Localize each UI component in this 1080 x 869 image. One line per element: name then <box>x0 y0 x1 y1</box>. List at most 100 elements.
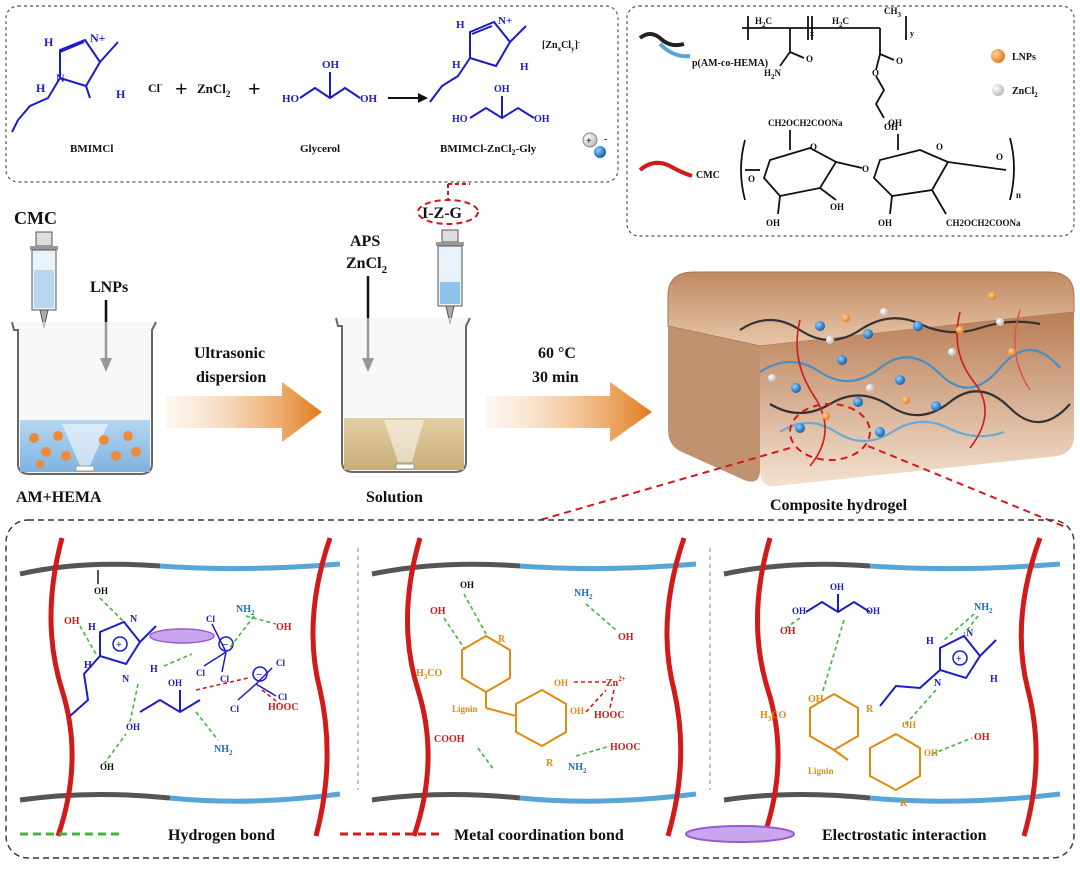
p2-oh-top: OH <box>460 580 474 590</box>
hydrogel-chains <box>739 309 1071 467</box>
polymer-panel: p(AM-co-HEMA) H2C H2C CH3 x y O H2N O O … <box>626 5 1075 237</box>
cmc-oh-1: OH <box>766 218 780 228</box>
process-arrow-1: Ultrasonic dispersion <box>166 345 322 442</box>
p2-lignin: Lignin <box>452 704 478 714</box>
p2-h3co: H3CO <box>416 668 443 681</box>
p3-oh-lig2: OH <box>924 748 938 758</box>
cmc-o-left: O <box>748 174 755 184</box>
product-h2: H <box>452 59 461 71</box>
p2-nh2-bottom: NH2 <box>568 762 587 775</box>
svg-text:+: + <box>956 654 962 665</box>
hema-oh: OH <box>888 118 902 128</box>
reaction-arrow <box>388 93 428 103</box>
detail-panel-1: OH OH OH NH2 NH2 OH HOOC + H H H N N <box>19 537 341 837</box>
p3-lignin: Lignin <box>808 766 834 776</box>
product-ho: HO <box>452 114 468 125</box>
ester-o1: O <box>896 56 903 66</box>
plus-sign-2: + <box>248 76 261 101</box>
detail-panel-2: OH OH NH2 OH H3CO R Lignin OH OH R Zn2+ … <box>371 537 697 837</box>
glycerol-oh1: OH <box>322 59 340 71</box>
zoom-line-left <box>539 447 791 521</box>
svg-text:−: − <box>222 639 228 651</box>
aps-label: APS <box>350 233 380 250</box>
bmimcl-n-plus: N+ <box>90 31 106 45</box>
p2-oh-right: OH <box>618 632 634 643</box>
p2-oh-left: OH <box>430 606 446 617</box>
p1-cl-4: Cl <box>230 704 239 714</box>
p1-electrostatic <box>149 628 215 644</box>
amide-o: O <box>806 54 813 64</box>
arrow-1-line-2: dispersion <box>196 369 266 386</box>
arrow-2-line-2: 30 min <box>532 369 579 386</box>
hydrogel-particles <box>768 292 1016 437</box>
p3-h2: H <box>990 674 998 685</box>
cmc-side-chain-1: CH2OCH2COONa <box>768 118 843 128</box>
arrow-2-line-1: 60 °C <box>538 345 576 362</box>
zncl2-legend-label: ZnCl2 <box>1012 86 1038 99</box>
glycerol-ho: HO <box>282 93 300 105</box>
cmc-process-label: CMC <box>14 208 57 228</box>
svg-text:-: - <box>604 134 607 145</box>
p3-r2: R <box>900 798 908 809</box>
lnps-legend-label: LNPs <box>1012 52 1036 63</box>
p3-oh-gly2: OH <box>866 606 880 616</box>
plus-sign-1: + <box>175 76 188 101</box>
electrostatic-legend-label: Electrostatic interaction <box>822 827 987 844</box>
bmimcl-label: BMIMCl <box>70 143 113 155</box>
p1-oh-left: OH <box>64 616 80 627</box>
p1-nh2-top: NH2 <box>236 604 255 617</box>
h2c-1: H2C <box>755 16 772 29</box>
p2-r1: R <box>498 634 506 645</box>
p1-oh-bottom: OH <box>100 762 114 772</box>
cmc-ring-o2: O <box>936 142 943 152</box>
polymer-box-border <box>626 5 1075 237</box>
cmc-bridge-o: O <box>862 164 869 174</box>
cmc-o-right: O <box>996 152 1003 162</box>
beaker-1: CMC LNPs AM+HEMA <box>11 208 157 506</box>
process-flow: CMC LNPs AM+HEMA <box>11 183 1075 529</box>
zoom-highlight <box>789 403 871 461</box>
composite-hydrogel: Composite hydrogel <box>667 271 1075 514</box>
process-arrow-2: 60 °C 30 min <box>486 345 652 442</box>
p1-h3: H <box>150 664 158 675</box>
p1-cl-6: Cl <box>278 692 287 702</box>
p3-n2: N <box>934 678 942 689</box>
lnps-dots <box>29 431 141 468</box>
p2-oh-lig1: OH <box>554 678 568 688</box>
p1-h2: H <box>84 660 92 671</box>
p2-zn: Zn2+ <box>606 675 626 689</box>
bmimcl-h3: H <box>116 87 126 101</box>
cmc-structure <box>740 130 1015 215</box>
polymer-swatch-gray <box>638 32 685 48</box>
reaction-box-border <box>5 5 619 183</box>
p1-cl-3: Cl <box>220 674 229 684</box>
cmc-oh-3: OH <box>878 218 892 228</box>
cmc-ring-o1: O <box>810 142 817 152</box>
p1-oh-top: OH <box>94 586 108 596</box>
p3-oh-lig-top: OH <box>808 694 824 705</box>
p3-ho-gly: OH <box>792 606 806 616</box>
product-structure <box>429 20 535 120</box>
ester-o2: O <box>872 68 879 78</box>
polymer-swatch-blue <box>658 42 691 59</box>
p1-hooc: HOOC <box>268 702 299 713</box>
beaker-1-label: AM+HEMA <box>16 489 102 506</box>
p3-r1: R <box>866 704 874 715</box>
p1-cl-2: Cl <box>196 668 205 678</box>
bmimcl-h2: H <box>36 81 46 95</box>
svg-text:+: + <box>586 136 592 147</box>
lnps-ball-icon <box>991 49 1005 63</box>
svg-text:−: − <box>256 669 262 681</box>
p2-nh2-top: NH2 <box>574 588 593 601</box>
p2-hooc-1: HOOC <box>594 710 625 721</box>
polymer-backbone <box>742 16 907 119</box>
p1-n2: N <box>122 674 130 685</box>
cmc-legend-label: CMC <box>696 170 720 181</box>
p1-ho: OH <box>126 722 140 732</box>
bmimcl-h1: H <box>44 35 54 49</box>
p3-oh-right: OH <box>974 732 990 743</box>
cmc-oh-2: OH <box>830 202 844 212</box>
p3-oh-left: OH <box>780 626 796 637</box>
